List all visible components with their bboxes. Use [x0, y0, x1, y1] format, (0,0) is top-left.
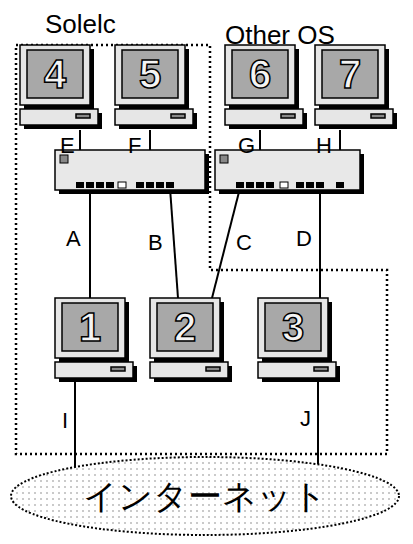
- computer-part: [315, 45, 385, 105]
- region-title: Solelc: [45, 10, 116, 39]
- computer-icon: 5: [115, 45, 197, 129]
- link-letter: D: [296, 228, 312, 250]
- internet-cloud: インターネット: [8, 454, 402, 538]
- computer-number: 1: [62, 303, 118, 351]
- computer-number: 2: [157, 303, 213, 351]
- computer-part: [258, 362, 336, 378]
- computer-part: [315, 109, 393, 125]
- illustration-part: [215, 150, 360, 190]
- computer-part: [281, 114, 295, 118]
- illustration-part: [336, 182, 344, 188]
- illustration-part: [86, 182, 94, 188]
- computer-part: [225, 45, 295, 105]
- computer-icon: 3: [258, 298, 340, 382]
- computer-part: [55, 362, 133, 378]
- illustration-part: [316, 182, 324, 188]
- computer-part: [20, 109, 98, 125]
- link-letter: A: [66, 228, 81, 250]
- illustration-part: [266, 182, 274, 188]
- computer-part: [150, 362, 228, 378]
- hub-right: [215, 150, 364, 194]
- illustration-part: [256, 182, 264, 188]
- computer-part: [206, 367, 220, 371]
- computer-part: [371, 114, 385, 118]
- computer-part: [55, 298, 125, 358]
- computer-part: [232, 50, 288, 98]
- computer-part: [322, 50, 378, 98]
- computer-part: [314, 367, 328, 371]
- computer-part: [171, 114, 185, 118]
- computer-number: 4: [27, 50, 83, 98]
- computer-icon: 2: [150, 298, 232, 382]
- illustration-part: [96, 182, 104, 188]
- link-letter: C: [236, 232, 252, 254]
- cloud-label: インターネット: [8, 454, 402, 538]
- illustration-part: [166, 182, 174, 188]
- computer-part: [225, 109, 303, 125]
- illustration-part: [220, 155, 228, 163]
- computer-number: 7: [322, 50, 378, 98]
- illustration-part: [246, 182, 254, 188]
- illustration-part: [156, 182, 164, 188]
- illustration-part: [136, 182, 144, 188]
- illustration-part: [319, 188, 321, 298]
- illustration-part: [236, 182, 244, 188]
- computer-number: 5: [122, 50, 178, 98]
- computer-part: [258, 298, 328, 358]
- computer-number: 3: [265, 303, 321, 351]
- computer-part: [20, 45, 90, 105]
- link-letter: J: [298, 408, 313, 430]
- computer-part: [62, 303, 118, 351]
- illustration-part: [106, 182, 114, 188]
- computer-part: [27, 50, 83, 98]
- internet-link: [317, 382, 319, 464]
- link-letter: F: [128, 135, 141, 157]
- computer-part: [122, 50, 178, 98]
- computer-part: [150, 298, 220, 358]
- computer-icon: 4: [20, 45, 102, 129]
- computer-part: [111, 367, 125, 371]
- computer-part: [115, 109, 193, 125]
- computer-part: [265, 303, 321, 351]
- link-letter: B: [148, 232, 163, 254]
- computer-part: [157, 303, 213, 351]
- illustration-part: [296, 182, 304, 188]
- computer-icon: 7: [315, 45, 397, 129]
- link-letter: H: [316, 135, 332, 157]
- computer-icon: 6: [225, 45, 307, 129]
- illustration-part: [146, 182, 154, 188]
- illustration-part: [212, 188, 240, 298]
- computer-part: [115, 45, 185, 105]
- link-letter: E: [60, 135, 75, 157]
- illustration-part: [170, 188, 178, 298]
- illustration-part: [306, 182, 314, 188]
- illustration-part: [118, 182, 126, 188]
- link-letter: I: [60, 410, 70, 432]
- computer-part: [76, 114, 90, 118]
- illustration-part: [89, 188, 91, 298]
- illustration-part: [280, 182, 288, 188]
- group-label: Other OS: [225, 22, 335, 48]
- illustration-part: [76, 182, 84, 188]
- computer-icon: 1: [55, 298, 137, 382]
- link-letter: G: [238, 135, 255, 157]
- computer-number: 6: [232, 50, 288, 98]
